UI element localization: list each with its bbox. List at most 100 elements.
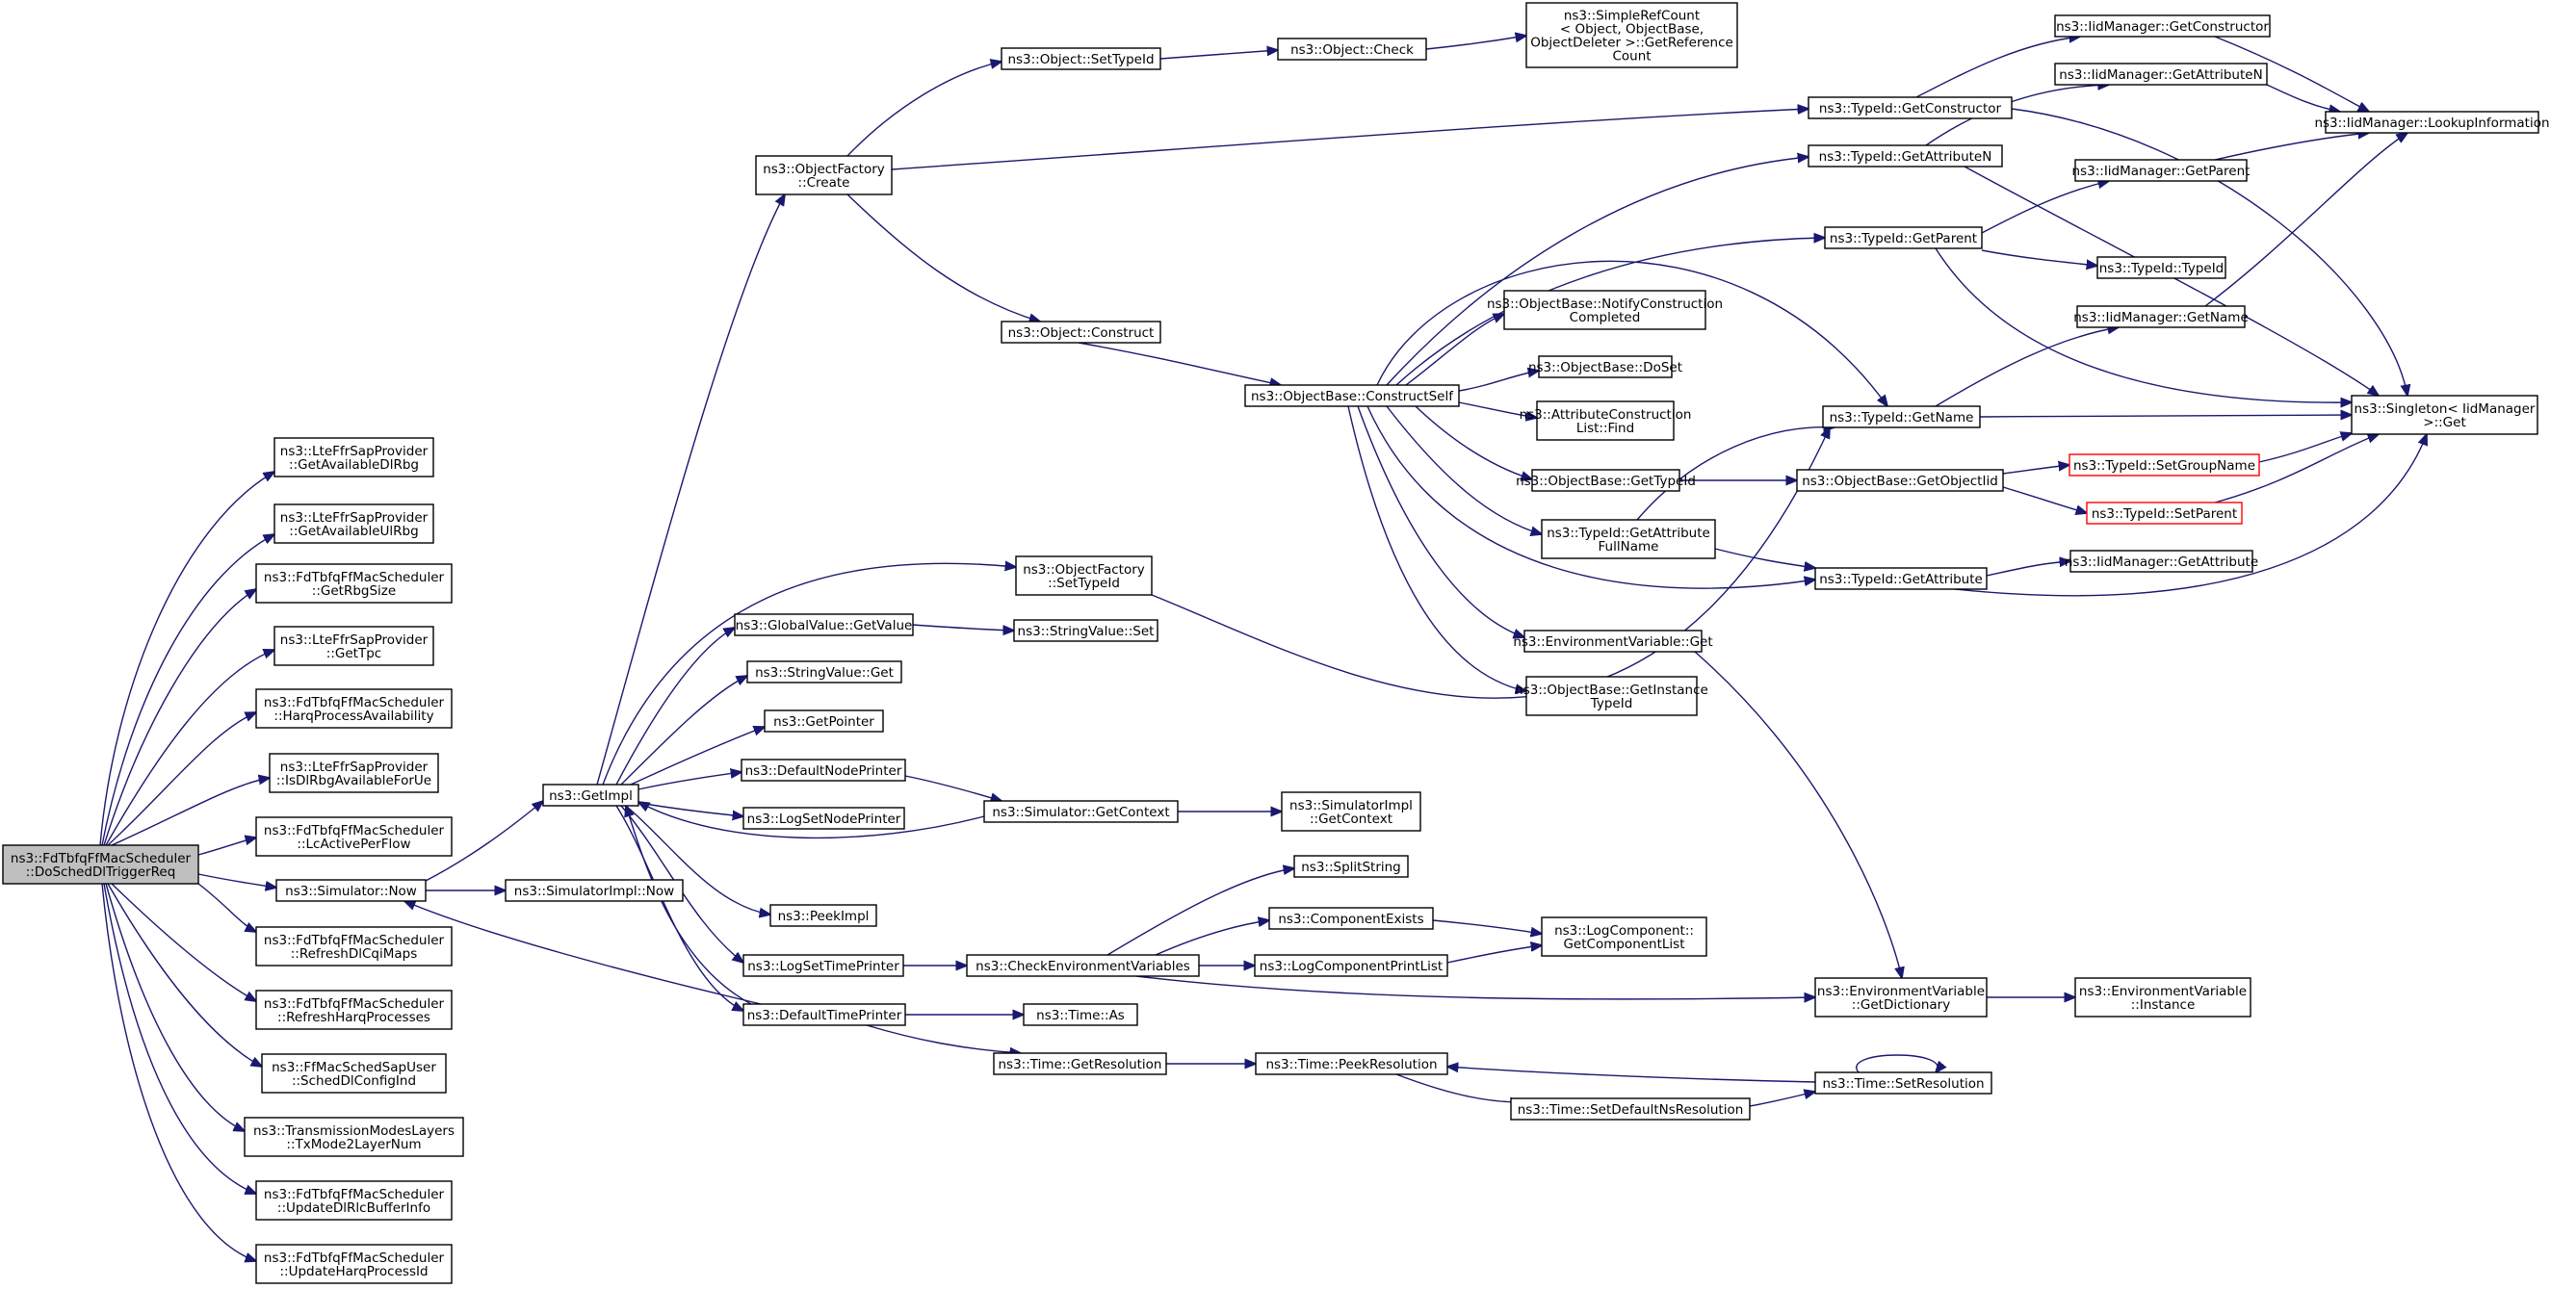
node-tidSetParent[interactable]: ns3::TypeId::SetParent (2086, 502, 2243, 525)
node-svSet[interactable]: ns3::StringValue::Set (1013, 619, 1158, 642)
node-envInst[interactable]: ns3::EnvironmentVariable::Instance (2074, 977, 2251, 1018)
node-simpleRef[interactable]: ns3::SimpleRefCount< Object, ObjectBase,… (1525, 2, 1738, 68)
node-box (273, 503, 434, 544)
node-tidGetAttr[interactable]: ns3::TypeId::GetAttribute (1814, 567, 1988, 590)
node-checkEnv[interactable]: ns3::CheckEnvironmentVariables (966, 954, 1200, 977)
node-simImplNow[interactable]: ns3::SimulatorImpl::Now (505, 879, 684, 902)
edge-line (2214, 36, 2369, 112)
edge-tidGetAttr-to-iidGetAttr (1986, 561, 2070, 577)
node-label-line: ns3::DefaultTimePrinter (747, 1008, 902, 1023)
node-ffSched[interactable]: ns3::FfMacSchedSapUser::SchedDlConfigInd (261, 1053, 447, 1094)
node-ofCreate[interactable]: ns3::ObjectFactory::Create (755, 155, 893, 195)
node-compExists[interactable]: ns3::ComponentExists (1268, 907, 1434, 930)
node-label-line: ns3::LogComponent:: (1554, 923, 1694, 939)
node-obNotify[interactable]: ns3::ObjectBase::NotifyConstructionCompl… (1487, 290, 1723, 330)
node-root[interactable]: ns3::FdTbfqFfMacScheduler::DoSchedDlTrig… (2, 844, 199, 885)
node-gvGet[interactable]: ns3::GlobalValue::GetValue (734, 613, 914, 636)
edge-line (1925, 85, 2109, 146)
node-label-line: ::GetAvailableDlRbg (289, 457, 419, 473)
edge-obConstSelf-to-envGet (1357, 405, 1524, 637)
node-logCompList[interactable]: ns3::LogComponent::GetComponentList (1541, 916, 1707, 957)
edge-timeSetDef-to-timeSetRes (1749, 1092, 1815, 1107)
node-singleton[interactable]: ns3::Singleton< IidManager >::Get (2351, 395, 2538, 435)
node-svGet[interactable]: ns3::StringValue::Get (746, 660, 902, 683)
node-objSetTid[interactable]: ns3::Object::SetTypeId (1001, 47, 1161, 70)
node-iidGetCons[interactable]: ns3::IidManager::GetConstructor (2054, 14, 2271, 38)
node-iidGetParent[interactable]: ns3::IidManager::GetParent (2072, 159, 2251, 182)
node-txMode[interactable]: ns3::TransmissionModesLayers::TxMode2Lay… (244, 1117, 464, 1157)
node-obGetTid[interactable]: ns3::ObjectBase::GetTypeId (1516, 469, 1696, 492)
edge-line (111, 883, 256, 1001)
node-timeGetRes[interactable]: ns3::Time::GetResolution (993, 1052, 1167, 1075)
node-timeSetRes[interactable]: ns3::Time::SetResolution (1814, 1071, 1992, 1095)
node-lffTpc[interactable]: ns3::LteFfrSapProvider::GetTpc (273, 626, 434, 666)
node-tidGetParent[interactable]: ns3::TypeId::GetParent (1824, 226, 1983, 249)
node-fdUpdRlc[interactable]: ns3::FdTbfqFfMacScheduler::UpdateDlRlcBu… (255, 1180, 453, 1221)
node-getPtr[interactable]: ns3::GetPointer (764, 709, 884, 733)
edge-defTime-to-timeGetRes (866, 1024, 1021, 1053)
node-tidSetGroup[interactable]: ns3::TypeId::SetGroupName (2069, 453, 2260, 477)
node-logCompPrint[interactable]: ns3::LogComponentPrintList (1254, 954, 1448, 977)
node-fdLc[interactable]: ns3::FdTbfqFfMacScheduler::LcActivePerFl… (255, 816, 453, 857)
edge-line (1964, 166, 2379, 396)
node-box (983, 800, 1179, 823)
node-tidGetAttrN[interactable]: ns3::TypeId::GetAttributeN (1808, 144, 2003, 168)
edge-line (602, 563, 1016, 786)
node-ofSetTid[interactable]: ns3::ObjectFactory::SetTypeId (1015, 555, 1153, 596)
node-simGetCtx[interactable]: ns3::Simulator::GetContext (983, 800, 1179, 823)
node-getImpl[interactable]: ns3::GetImpl (542, 784, 639, 807)
edge-compExists-to-logCompList (1432, 919, 1542, 934)
node-fdRefHarq[interactable]: ns3::FdTbfqFfMacScheduler::RefreshHarqPr… (255, 990, 453, 1030)
node-objConst[interactable]: ns3::Object::Construct (1001, 321, 1161, 344)
node-simNow[interactable]: ns3::Simulator::Now (275, 879, 427, 902)
node-defNode[interactable]: ns3::DefaultNodePrinter (741, 759, 906, 782)
node-split[interactable]: ns3::SplitString (1293, 855, 1409, 878)
node-iidGetAttrN[interactable]: ns3::IidManager::GetAttributeN (2054, 63, 2268, 86)
node-timeSetDef[interactable]: ns3::Time::SetDefaultNsResolution (1510, 1097, 1751, 1121)
edge-line (1347, 405, 1526, 691)
node-envDict[interactable]: ns3::EnvironmentVariable::GetDictionary (1814, 977, 1988, 1018)
node-lffGDl[interactable]: ns3::LteFfrSapProvider::GetAvailableDlRb… (273, 437, 434, 477)
edge-line (638, 802, 985, 839)
edge-getImpl-to-peekImpl (625, 805, 770, 915)
node-label-line: ns3::IidManager::GetConstructor (2056, 19, 2269, 35)
node-lffIsDl[interactable]: ns3::LteFfrSapProvider::IsDlRbgAvailable… (269, 753, 439, 793)
edge-tidGetCons-to-iidGetCons (1915, 37, 2080, 98)
node-timePeek[interactable]: ns3::Time::PeekResolution (1255, 1052, 1448, 1075)
edge-obConstSelf-to-tidGetAttrN (1386, 157, 1808, 386)
edge-line (105, 650, 274, 846)
node-peekImpl[interactable]: ns3::PeekImpl (769, 904, 877, 927)
edge-line (2204, 133, 2407, 307)
node-obDoSet[interactable]: ns3::ObjectBase::DoSet (1528, 355, 1682, 378)
node-label-line: ns3::IidManager::GetParent (2072, 164, 2251, 179)
node-label-line: ns3::GlobalValue::GetValue (736, 618, 913, 633)
node-iidLookup[interactable]: ns3::IidManager::LookupInformation (2314, 111, 2550, 134)
node-simImplCtx[interactable]: ns3::SimulatorImpl::GetContext (1281, 791, 1421, 832)
node-tidTypeId[interactable]: ns3::TypeId::TypeId (2096, 256, 2226, 279)
node-defTime[interactable]: ns3::DefaultTimePrinter (742, 1003, 906, 1026)
node-fdRefCqi[interactable]: ns3::FdTbfqFfMacScheduler::RefreshDlCqiM… (255, 926, 453, 967)
edge-root-to-lffIsDl (111, 778, 270, 846)
node-logSetTime[interactable]: ns3::LogSetTimePrinter (742, 954, 904, 977)
node-fdUpdHarq[interactable]: ns3::FdTbfqFfMacScheduler::UpdateHarqPro… (255, 1244, 453, 1284)
node-iidGetAttr[interactable]: ns3::IidManager::GetAttribute (2065, 550, 2258, 573)
node-obConstSelf[interactable]: ns3::ObjectBase::ConstructSelf (1244, 384, 1460, 407)
edge-root-to-lffTpc (105, 650, 274, 846)
node-objCheck[interactable]: ns3::Object::Check (1277, 38, 1427, 61)
edge-line (846, 62, 1002, 157)
node-logSetNode[interactable]: ns3::LogSetNodePrinter (742, 807, 905, 830)
node-timeAs[interactable]: ns3::Time::As (1023, 1003, 1138, 1026)
node-envGet[interactable]: ns3::EnvironmentVariable::Get (1513, 630, 1713, 653)
node-obGetObjTid[interactable]: ns3::ObjectBase::GetObjectIid (1796, 469, 2004, 492)
node-tidGetName[interactable]: ns3::TypeId::GetName (1822, 405, 1981, 428)
node-iidGetName[interactable]: ns3::IidManager::GetName (2073, 305, 2249, 328)
node-lffGUl[interactable]: ns3::LteFfrSapProvider::GetAvailableUlRb… (273, 503, 434, 544)
edge-objSetTid-to-objCheck (1159, 50, 1278, 60)
node-fdHarq[interactable]: ns3::FdTbfqFfMacScheduler::HarqProcessAv… (255, 688, 453, 729)
node-tidGetCons[interactable]: ns3::TypeId::GetConstructor (1808, 96, 2013, 119)
node-label-line: ns3::ObjectFactory (1023, 562, 1145, 578)
node-fdGetRbg[interactable]: ns3::FdTbfqFfMacScheduler::GetRbgSize (255, 563, 453, 604)
